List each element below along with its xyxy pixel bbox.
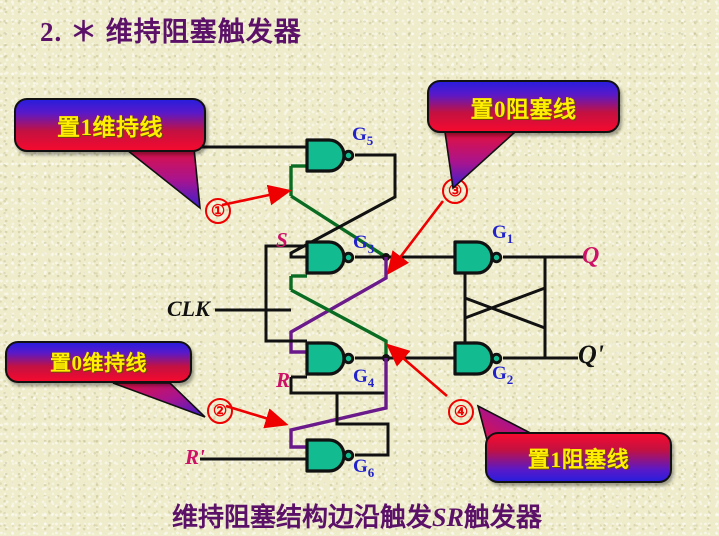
wire-g6-out-to-g4 xyxy=(335,393,390,457)
wire-set0-block-line xyxy=(289,257,388,354)
wire-clk-to-g4-top xyxy=(264,310,307,343)
arrow-marker-3 xyxy=(386,200,445,276)
caption-text-post: 触发器 xyxy=(463,503,542,532)
gate-label-g4: G4 xyxy=(353,366,375,390)
gate-g6 xyxy=(305,438,355,473)
gate-g5 xyxy=(305,138,355,173)
gate-label-g1: G1 xyxy=(492,222,514,246)
callout-tail-set0-hold xyxy=(112,382,206,418)
wire-r-feedback-seg xyxy=(289,377,337,395)
arrow-marker-4 xyxy=(386,343,448,397)
callout-set1-hold-line[interactable]: 置1维持线 xyxy=(14,98,274,218)
figure-caption: 维持阻塞结构边沿触发SR触发器 xyxy=(172,497,542,534)
callout-box-set1-block[interactable]: 置1阻塞线 xyxy=(485,432,672,483)
page-title: 2. ＊ 维持阻塞触发器 xyxy=(40,17,302,47)
callout-box-set0-hold[interactable]: 置0维持线 xyxy=(5,341,192,383)
callout-set0-hold-line[interactable]: 置0维持线 xyxy=(5,341,235,431)
signal-label-r: R xyxy=(276,368,291,392)
gate-g4 xyxy=(305,341,355,376)
callout-box-set1-hold[interactable]: 置1维持线 xyxy=(14,98,206,152)
arrow-marker-1 xyxy=(221,184,292,207)
signal-label-qprime: Q' xyxy=(578,340,604,369)
caption-text-pre: 维持阻塞结构边沿触发 xyxy=(172,503,433,532)
callout-set0-block-line[interactable]: 置0阻塞线 xyxy=(427,80,687,200)
signal-label-rprime: R' xyxy=(185,445,205,469)
wire-set0-hold-line xyxy=(290,288,388,358)
callout-label-set0-block: 置0阻塞线 xyxy=(470,96,577,122)
signal-label-s: S xyxy=(276,228,288,252)
callout-label-set1-block: 置1阻塞线 xyxy=(527,446,630,472)
marker-circle-2: ② xyxy=(207,398,233,424)
gate-label-g3: G3 xyxy=(353,232,375,256)
callout-label-set1-hold: 置1维持线 xyxy=(57,115,163,140)
gate-label-g2: G2 xyxy=(492,363,514,387)
gate-label-g5: G5 xyxy=(352,124,374,148)
caption-text-italic: SR xyxy=(432,503,464,532)
callout-box-set0-block[interactable]: 置0阻塞线 xyxy=(427,80,620,133)
arrow-marker-2 xyxy=(225,404,289,429)
callout-label-set0-hold: 置0维持线 xyxy=(50,351,147,375)
wire-set1-block-line xyxy=(289,358,388,449)
marker-circle-4: ④ xyxy=(448,399,474,425)
marker-circle-1: ① xyxy=(205,198,231,224)
signal-label-q: Q xyxy=(582,243,600,269)
callout-set1-block-line[interactable]: 置1阻塞线 xyxy=(470,404,700,494)
wire-g5-out-to-g3 xyxy=(289,153,397,259)
wire-clk-branch-up xyxy=(264,244,291,310)
signal-label-clk: CLK xyxy=(167,296,210,321)
gate-g3 xyxy=(305,240,355,275)
gate-label-g6: G6 xyxy=(353,456,375,480)
